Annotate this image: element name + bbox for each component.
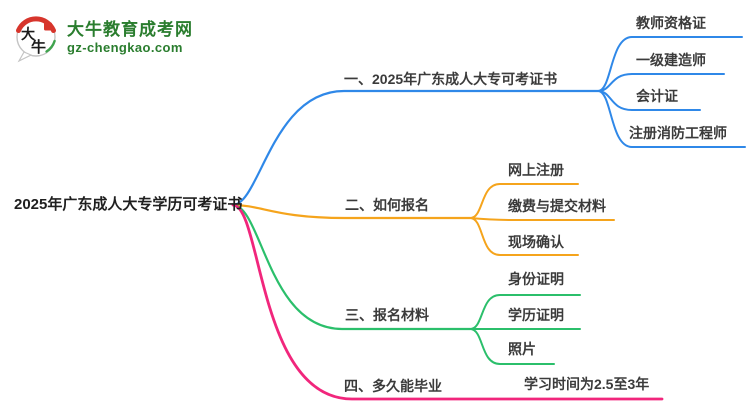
branch3-child3-connector: [469, 328, 555, 365]
logo-char-top: 大: [21, 26, 35, 42]
logo-icon: 大 牛: [13, 13, 59, 63]
speech-bubble-icon: 大 牛: [16, 16, 56, 63]
branch3-child1-connector: [469, 294, 581, 330]
logo-green-arc: [45, 39, 56, 53]
branch1-title: 一、2025年广东成人大专可考证书: [344, 71, 558, 87]
branch1-child1-connector: [597, 36, 743, 92]
site-name: 大牛教育成考网: [67, 20, 193, 39]
branch2-child1-connector: [469, 183, 579, 219]
branch3-child2: 学历证明: [508, 307, 564, 323]
logo-char-bottom: 牛: [31, 38, 46, 56]
branch2-child2-connector: [469, 217, 615, 221]
branch2-child3-connector: [469, 217, 579, 256]
branch3-child3: 照片: [508, 341, 536, 357]
branch1-child4-connector: [597, 90, 746, 148]
branch2-child2: 缴费与提交材料: [508, 198, 606, 214]
branch2-child1: 网上注册: [508, 162, 564, 178]
logo-bubble-tail: [17, 51, 33, 63]
branch3-title: 三、报名材料: [345, 307, 429, 323]
site-logo: 大 牛 大牛教育成考网 gz-chengkao.com: [13, 13, 193, 63]
branch3-child1: 身份证明: [508, 271, 564, 287]
logo-seal: [44, 22, 52, 31]
branch4-title: 四、多久能毕业: [344, 378, 442, 394]
branch2-title: 二、如何报名: [345, 197, 429, 213]
branch1-child3: 会计证: [636, 88, 678, 104]
branch4-connector: [231, 203, 664, 401]
branch1-child4: 注册消防工程师: [629, 125, 727, 141]
branch3-connector: [231, 203, 472, 331]
site-domain: gz-chengkao.com: [67, 40, 183, 55]
branch2-child3: 现场确认: [508, 234, 564, 250]
branch1-child1: 教师资格证: [636, 15, 706, 31]
branch1-child2-connector: [597, 73, 725, 92]
branch1-child2: 一级建造师: [636, 52, 706, 68]
root-node: 2025年广东成人大专学历可考证书: [14, 196, 243, 213]
branch4-child1: 学习时间为2.5至3年: [524, 376, 650, 392]
branch1-connector: [231, 89, 600, 207]
logo-text: 大牛教育成考网 gz-chengkao.com: [67, 20, 193, 56]
branch2-connector: [231, 203, 472, 220]
